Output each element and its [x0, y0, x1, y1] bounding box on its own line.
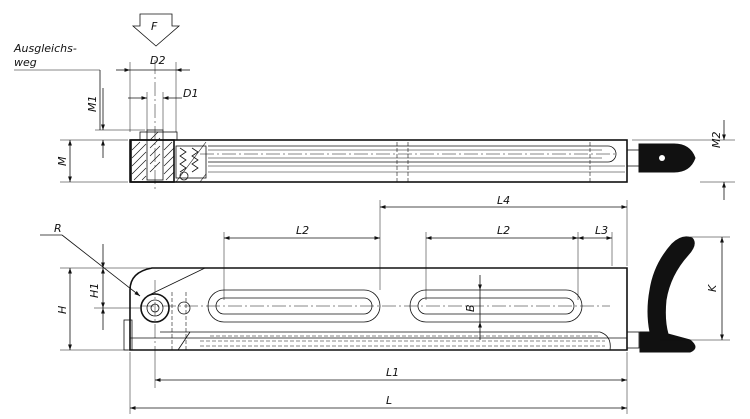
label-l3: L3: [595, 224, 608, 237]
dim-d2: D2: [116, 54, 190, 132]
clamping-handle: [626, 236, 696, 353]
dim-k: K: [660, 236, 730, 341]
force-arrow: [131, 13, 181, 47]
dim-l2-right: L2: [425, 224, 579, 300]
label-force: F: [151, 20, 158, 33]
label-k: K: [706, 284, 719, 292]
label-m1: M1: [86, 96, 99, 113]
front-view: R L4 L2 L2 L3: [40, 194, 730, 414]
radius-leader: R: [40, 222, 141, 297]
dim-l1: L1: [154, 352, 628, 388]
pivot-bolt: [123, 280, 191, 360]
label-h: H: [56, 306, 69, 314]
dim-m2: M2: [632, 120, 735, 200]
top-view: D2 D1 Ausgleichs- weg M1: [13, 13, 735, 200]
label-l2-left: L2: [296, 224, 309, 237]
label-compensation-line1: Ausgleichs-: [13, 42, 77, 55]
label-b: B: [464, 304, 477, 312]
spring-section: [175, 141, 207, 183]
label-compensation-line2: weg: [14, 56, 37, 69]
rail-slot-top: [208, 145, 617, 163]
label-m2: M2: [710, 132, 723, 149]
label-l2-right: L2: [497, 224, 510, 237]
dim-l: L: [129, 352, 628, 414]
label-r: R: [54, 222, 62, 235]
dim-h: H: [56, 267, 150, 351]
dim-b: B: [464, 275, 482, 340]
compensation-travel-note: Ausgleichs- weg: [13, 42, 101, 130]
label-h1: H1: [88, 283, 101, 298]
dim-m1: M1: [86, 88, 145, 158]
dim-l3: L3: [578, 224, 613, 266]
dim-l2-left: L2: [223, 224, 380, 300]
dim-m: M: [56, 139, 128, 183]
rail-body-front: [129, 267, 628, 351]
label-l1: L1: [386, 366, 399, 379]
label-d2: D2: [150, 54, 165, 67]
label-m: M: [56, 156, 69, 166]
dim-d1: D1: [128, 87, 198, 130]
label-l: L: [386, 394, 392, 407]
dim-h1: H1: [88, 244, 140, 330]
end-knob-top: [626, 143, 696, 173]
dim-l4: L4: [379, 194, 628, 290]
label-l4: L4: [497, 194, 510, 207]
label-d1: D1: [183, 87, 198, 100]
clamping-bush-section: [130, 60, 178, 190]
